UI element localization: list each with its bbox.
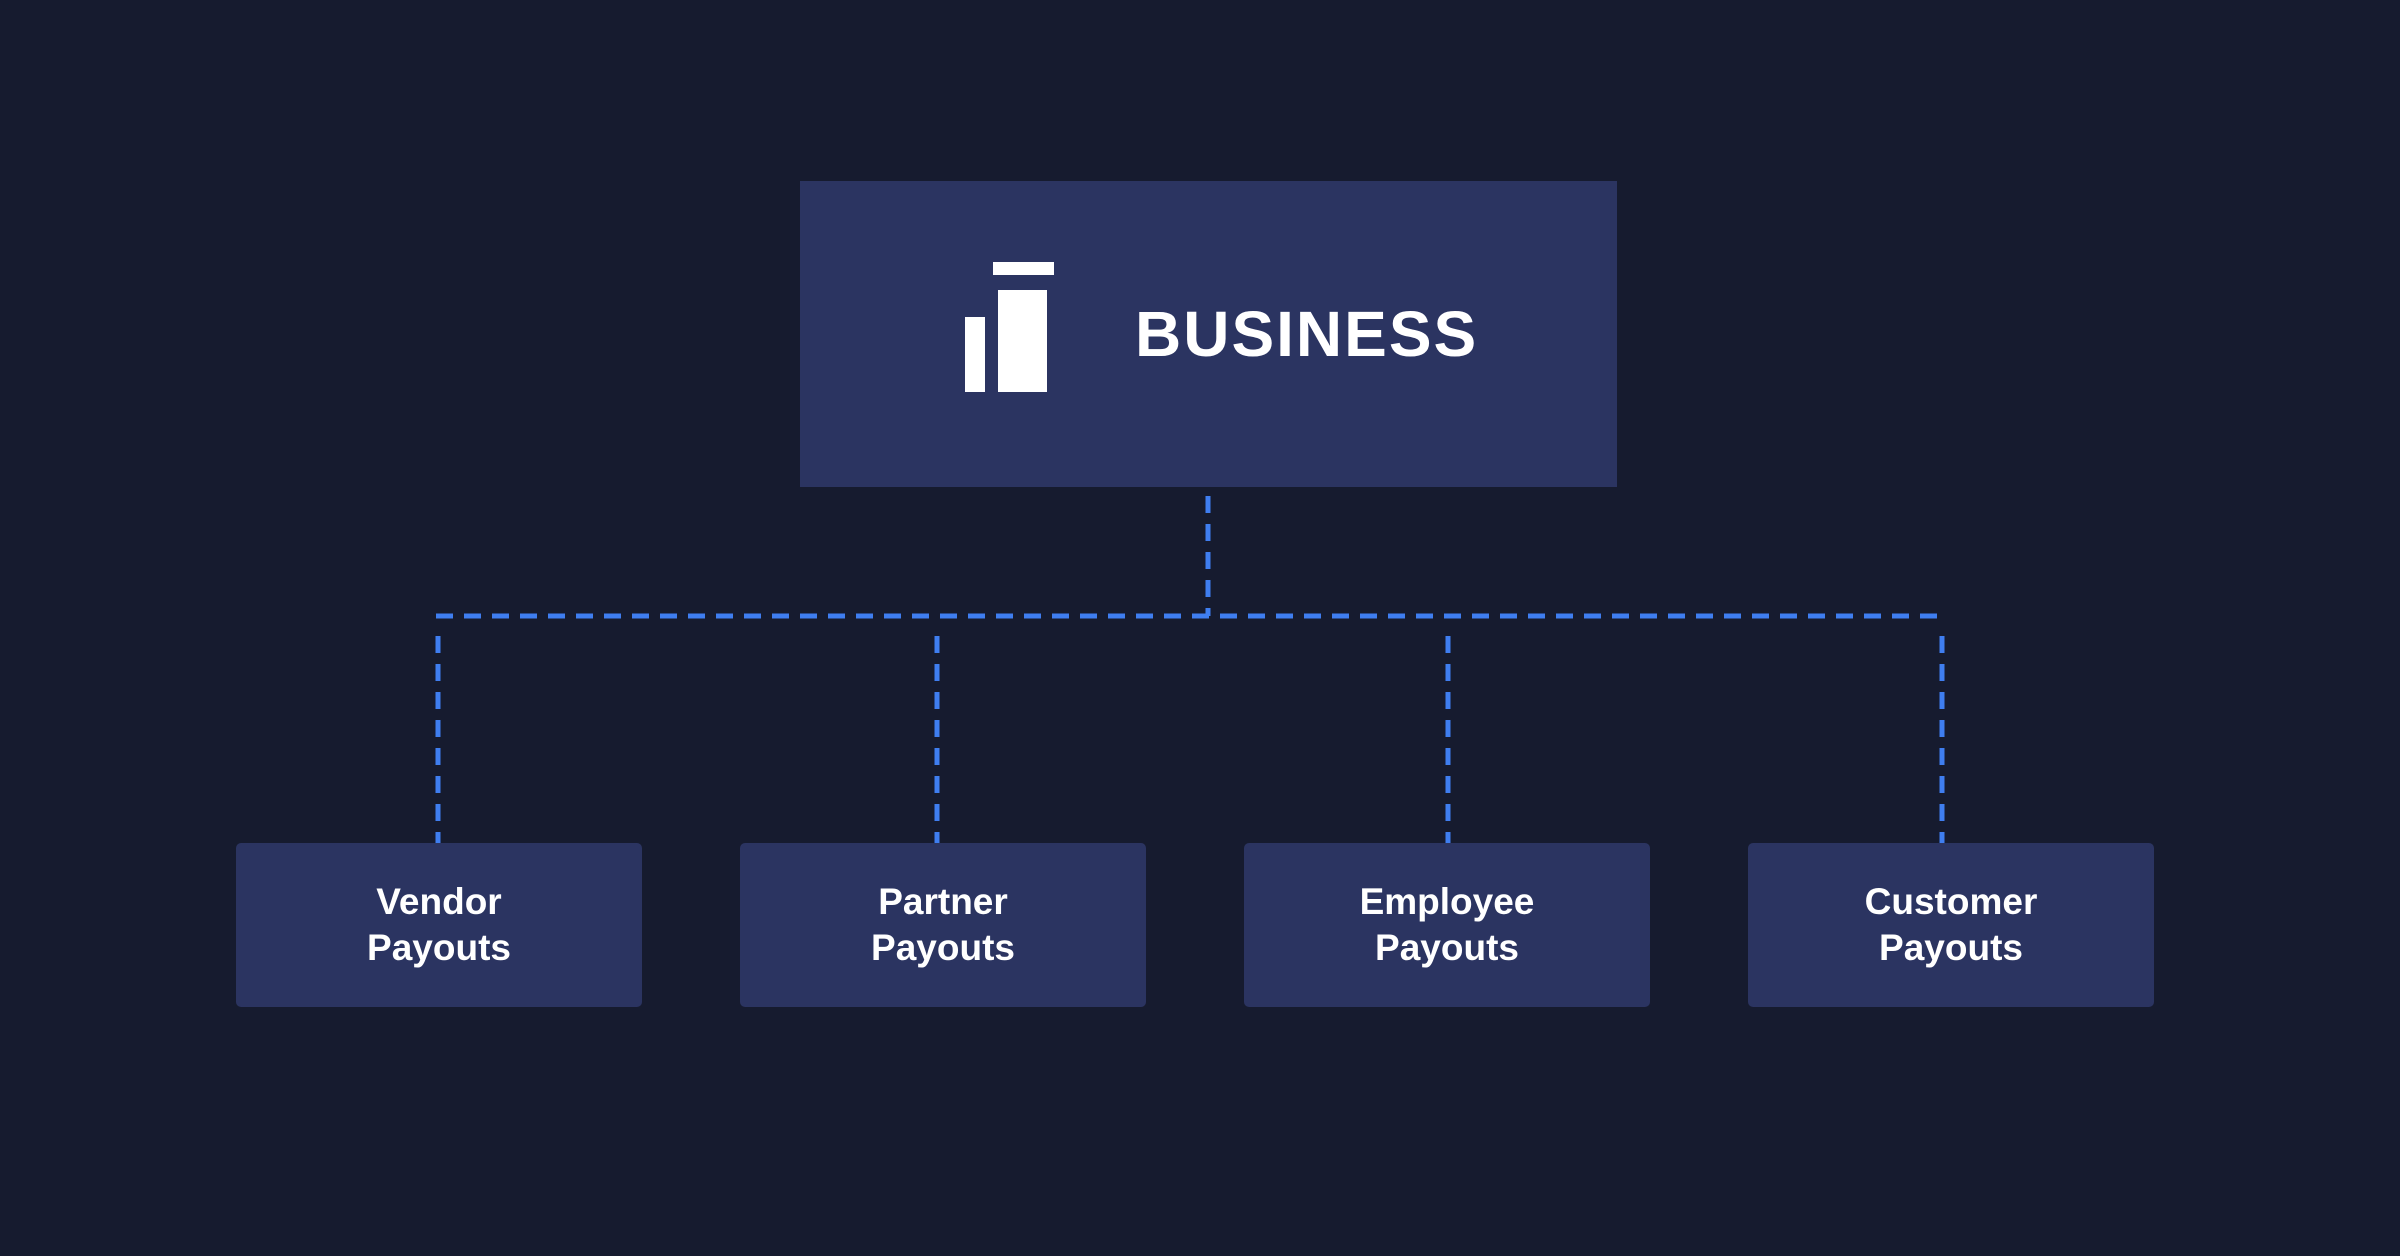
employee-payouts-label-line2: Payouts <box>1375 927 1519 968</box>
employee-payouts-node: Employee Payouts <box>1244 843 1650 1007</box>
customer-payouts-label-line2: Payouts <box>1879 927 2023 968</box>
business-node: BUSINESS <box>800 181 1617 487</box>
vendor-payouts-label-line1: Vendor <box>376 881 502 922</box>
customer-payouts-label-line1: Customer <box>1864 881 2038 922</box>
partner-payouts-label-line1: Partner <box>878 881 1008 922</box>
partner-payouts-node: Partner Payouts <box>740 843 1146 1007</box>
customer-payouts-node: Customer Payouts <box>1748 843 2154 1007</box>
partner-payouts-label-line2: Payouts <box>871 927 1015 968</box>
vendor-payouts-label-line2: Payouts <box>367 927 511 968</box>
business-title: BUSINESS <box>1135 298 1479 370</box>
bank-building-icon <box>965 262 1054 392</box>
vendor-payouts-node: Vendor Payouts <box>236 843 642 1007</box>
employee-payouts-label-line1: Employee <box>1359 881 1535 922</box>
